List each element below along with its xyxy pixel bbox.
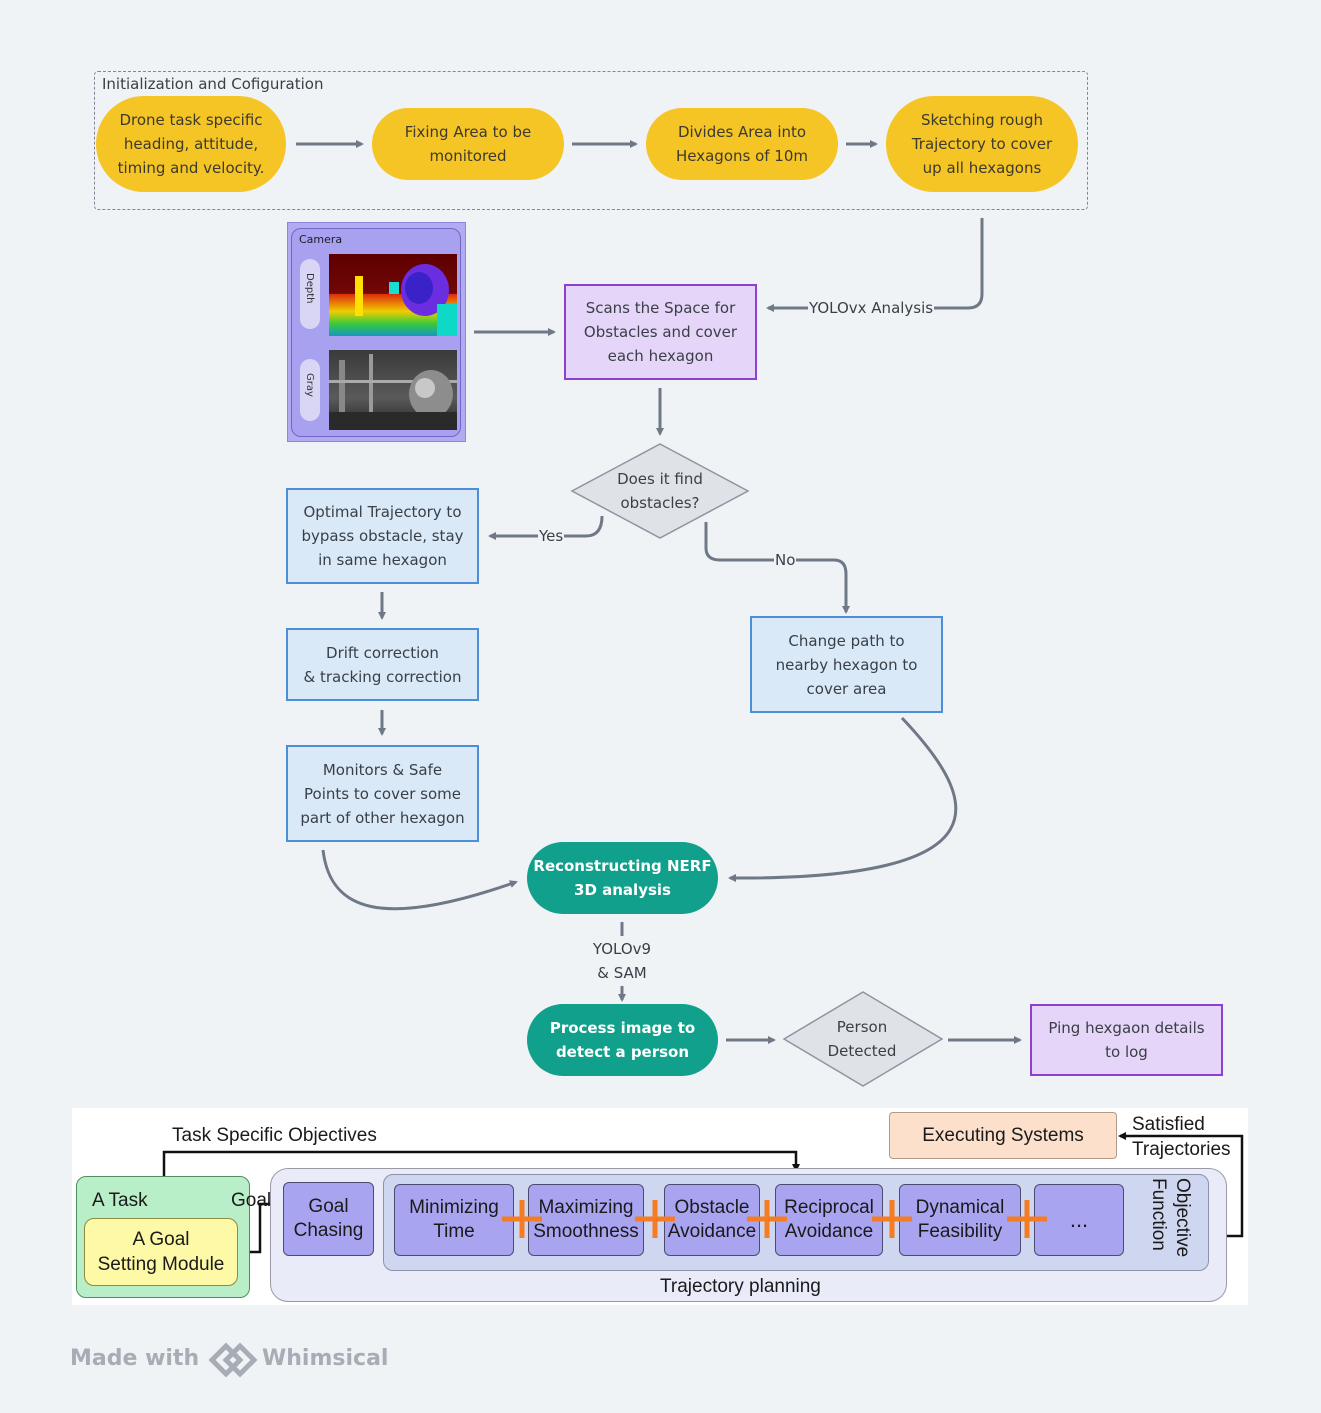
init-group: [94, 71, 1088, 210]
camera-title: Camera: [299, 233, 343, 246]
plus-signs: [502, 1200, 1047, 1238]
edge-label-yolovx: YOLOvx Analysis: [808, 296, 935, 320]
node-change-path[interactable]: Change path to nearby hexagon to cover a…: [750, 616, 943, 713]
more-objectives-ellipsis: ...: [1034, 1184, 1124, 1256]
edge-label-no: No: [774, 548, 797, 572]
decision-person-label: Person Detected: [827, 1018, 897, 1060]
depth-image: [329, 254, 457, 336]
plus-icon: [635, 1200, 675, 1238]
edge-change-nerf: [728, 716, 958, 883]
satisfied-trajectories: Satisfied Trajectories: [1132, 1114, 1231, 1160]
depth-label: Depth: [304, 273, 315, 304]
node-fixing-area[interactable]: Fixing Area to be monitored: [372, 108, 564, 180]
decision-person-diamond[interactable]: [782, 990, 944, 1088]
maximizing-smoothness: Maximizing Smoothness: [528, 1184, 644, 1256]
objective-function-label: Objective Function: [1148, 1178, 1193, 1258]
executing-systems: Executing Systems: [889, 1112, 1117, 1159]
trajectory-planning-figure: Task Specific Objectives A Task A Goal S…: [72, 1108, 1248, 1305]
gray-tab: Gray: [300, 359, 320, 421]
gray-image: [329, 350, 457, 430]
dynamical-feasibility: Dynamical Feasibility: [899, 1184, 1021, 1256]
obstacle-avoidance: Obstacle Avoidance: [664, 1184, 760, 1256]
gray-label: Gray: [304, 373, 315, 397]
node-divides-area[interactable]: Divides Area into Hexagons of 10m: [646, 108, 838, 180]
whimsical-logo-icon: [208, 1342, 258, 1378]
node-drift-correction[interactable]: Drift correction & tracking correction: [286, 628, 479, 701]
goal-chasing: Goal Chasing: [283, 1182, 374, 1256]
plus-icon: [872, 1200, 912, 1238]
node-process-image[interactable]: Process image to detect a person: [527, 1004, 718, 1076]
edge-label-yes: Yes: [538, 524, 565, 548]
edge-monitors-nerf: [321, 849, 518, 911]
plus-icon: [1007, 1200, 1047, 1238]
node-reconstructing-nerf[interactable]: Reconstructing NERF 3D analysis: [527, 842, 718, 914]
edge-step4-scan: [766, 218, 984, 312]
goal-setting-module: A Goal Setting Module: [84, 1218, 238, 1286]
node-sketching-trajectory[interactable]: Sketching rough Trajectory to cover up a…: [886, 96, 1078, 192]
node-ping-hexagon[interactable]: Ping hexgaon details to log: [1030, 1004, 1223, 1076]
plus-icon: [502, 1200, 542, 1238]
task-label: A Task: [92, 1190, 148, 1211]
reciprocal-avoidance: Reciprocal Avoidance: [775, 1184, 883, 1256]
trajectory-planning-label: Trajectory planning: [660, 1276, 821, 1297]
depth-tab: Depth: [300, 259, 320, 329]
node-monitors-safe-points[interactable]: Monitors & Safe Points to cover some par…: [286, 745, 479, 842]
goals-label: Goals: [231, 1190, 281, 1211]
node-optimal-trajectory[interactable]: Optimal Trajectory to bypass obstacle, s…: [286, 488, 479, 584]
node-scan-space[interactable]: Scans the Space for Obstacles and cover …: [564, 284, 757, 380]
camera-panel: Camera Depth Gray: [287, 222, 466, 442]
init-group-title: Initialization and Cofiguration: [102, 75, 324, 93]
edge-label-yolov9: YOLOv9 & SAM: [582, 936, 662, 986]
edge-decision-yes: [488, 515, 604, 540]
footer-brand: Whimsical: [262, 1346, 389, 1371]
decision-obstacles-label: Does it find obstacles?: [617, 470, 703, 512]
plus-icon: [747, 1200, 787, 1238]
minimizing-time: Minimizing Time: [394, 1184, 514, 1256]
node-drone-task-specific[interactable]: Drone task specific heading, attitude, t…: [96, 96, 286, 192]
task-specific-objectives: Task Specific Objectives: [172, 1125, 377, 1146]
footer-made-with: Made with: [70, 1346, 200, 1371]
decision-obstacles-diamond[interactable]: [570, 442, 750, 540]
